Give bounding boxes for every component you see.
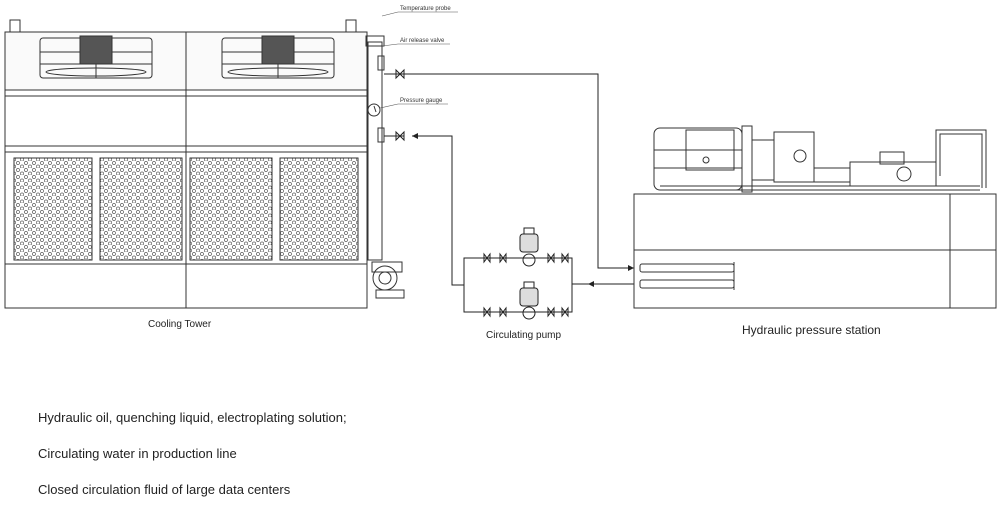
pump-lower bbox=[519, 281, 539, 320]
air-release-valve-label: Air release valve bbox=[400, 38, 445, 44]
valve-top bbox=[395, 68, 405, 80]
valve-block bbox=[849, 161, 937, 187]
valve-bottom bbox=[395, 130, 405, 142]
heat-exchanger-tube bbox=[639, 279, 735, 289]
lifting-lug bbox=[9, 19, 21, 33]
pressure-gauge-dial bbox=[367, 103, 381, 117]
note-line: Circulating water in production line bbox=[38, 446, 237, 461]
circulating-pump-label: Circulating pump bbox=[486, 330, 561, 340]
heat-exchanger-tube bbox=[639, 263, 735, 273]
notes-list: Hydraulic oil, quenching liquid, electro… bbox=[38, 410, 638, 518]
note-line: Hydraulic oil, quenching liquid, electro… bbox=[38, 410, 347, 425]
hydraulic-station bbox=[633, 125, 997, 309]
pressure-gauge-label: Pressure gauge bbox=[400, 98, 443, 104]
note-line: Closed circulation fluid of large data c… bbox=[38, 482, 291, 497]
hydraulic-station-label: Hydraulic pressure station bbox=[742, 323, 881, 337]
hydraulic-pump bbox=[773, 131, 815, 183]
circulating-pump-group bbox=[483, 227, 569, 320]
motor bbox=[653, 125, 775, 193]
fan-unit-left bbox=[39, 35, 153, 79]
pump-upper bbox=[519, 227, 539, 267]
lifting-lug bbox=[345, 19, 357, 33]
cooling-tower bbox=[4, 19, 368, 309]
cooling-tower-label: Cooling Tower bbox=[148, 319, 212, 330]
fan-unit-right bbox=[221, 35, 335, 79]
temperature-probe-label: Temperature probe bbox=[400, 6, 451, 12]
riser-pipe bbox=[365, 35, 405, 299]
system-diagram: Temperature probe Air release valve Pres… bbox=[4, 6, 997, 340]
tower-pump bbox=[372, 265, 398, 291]
